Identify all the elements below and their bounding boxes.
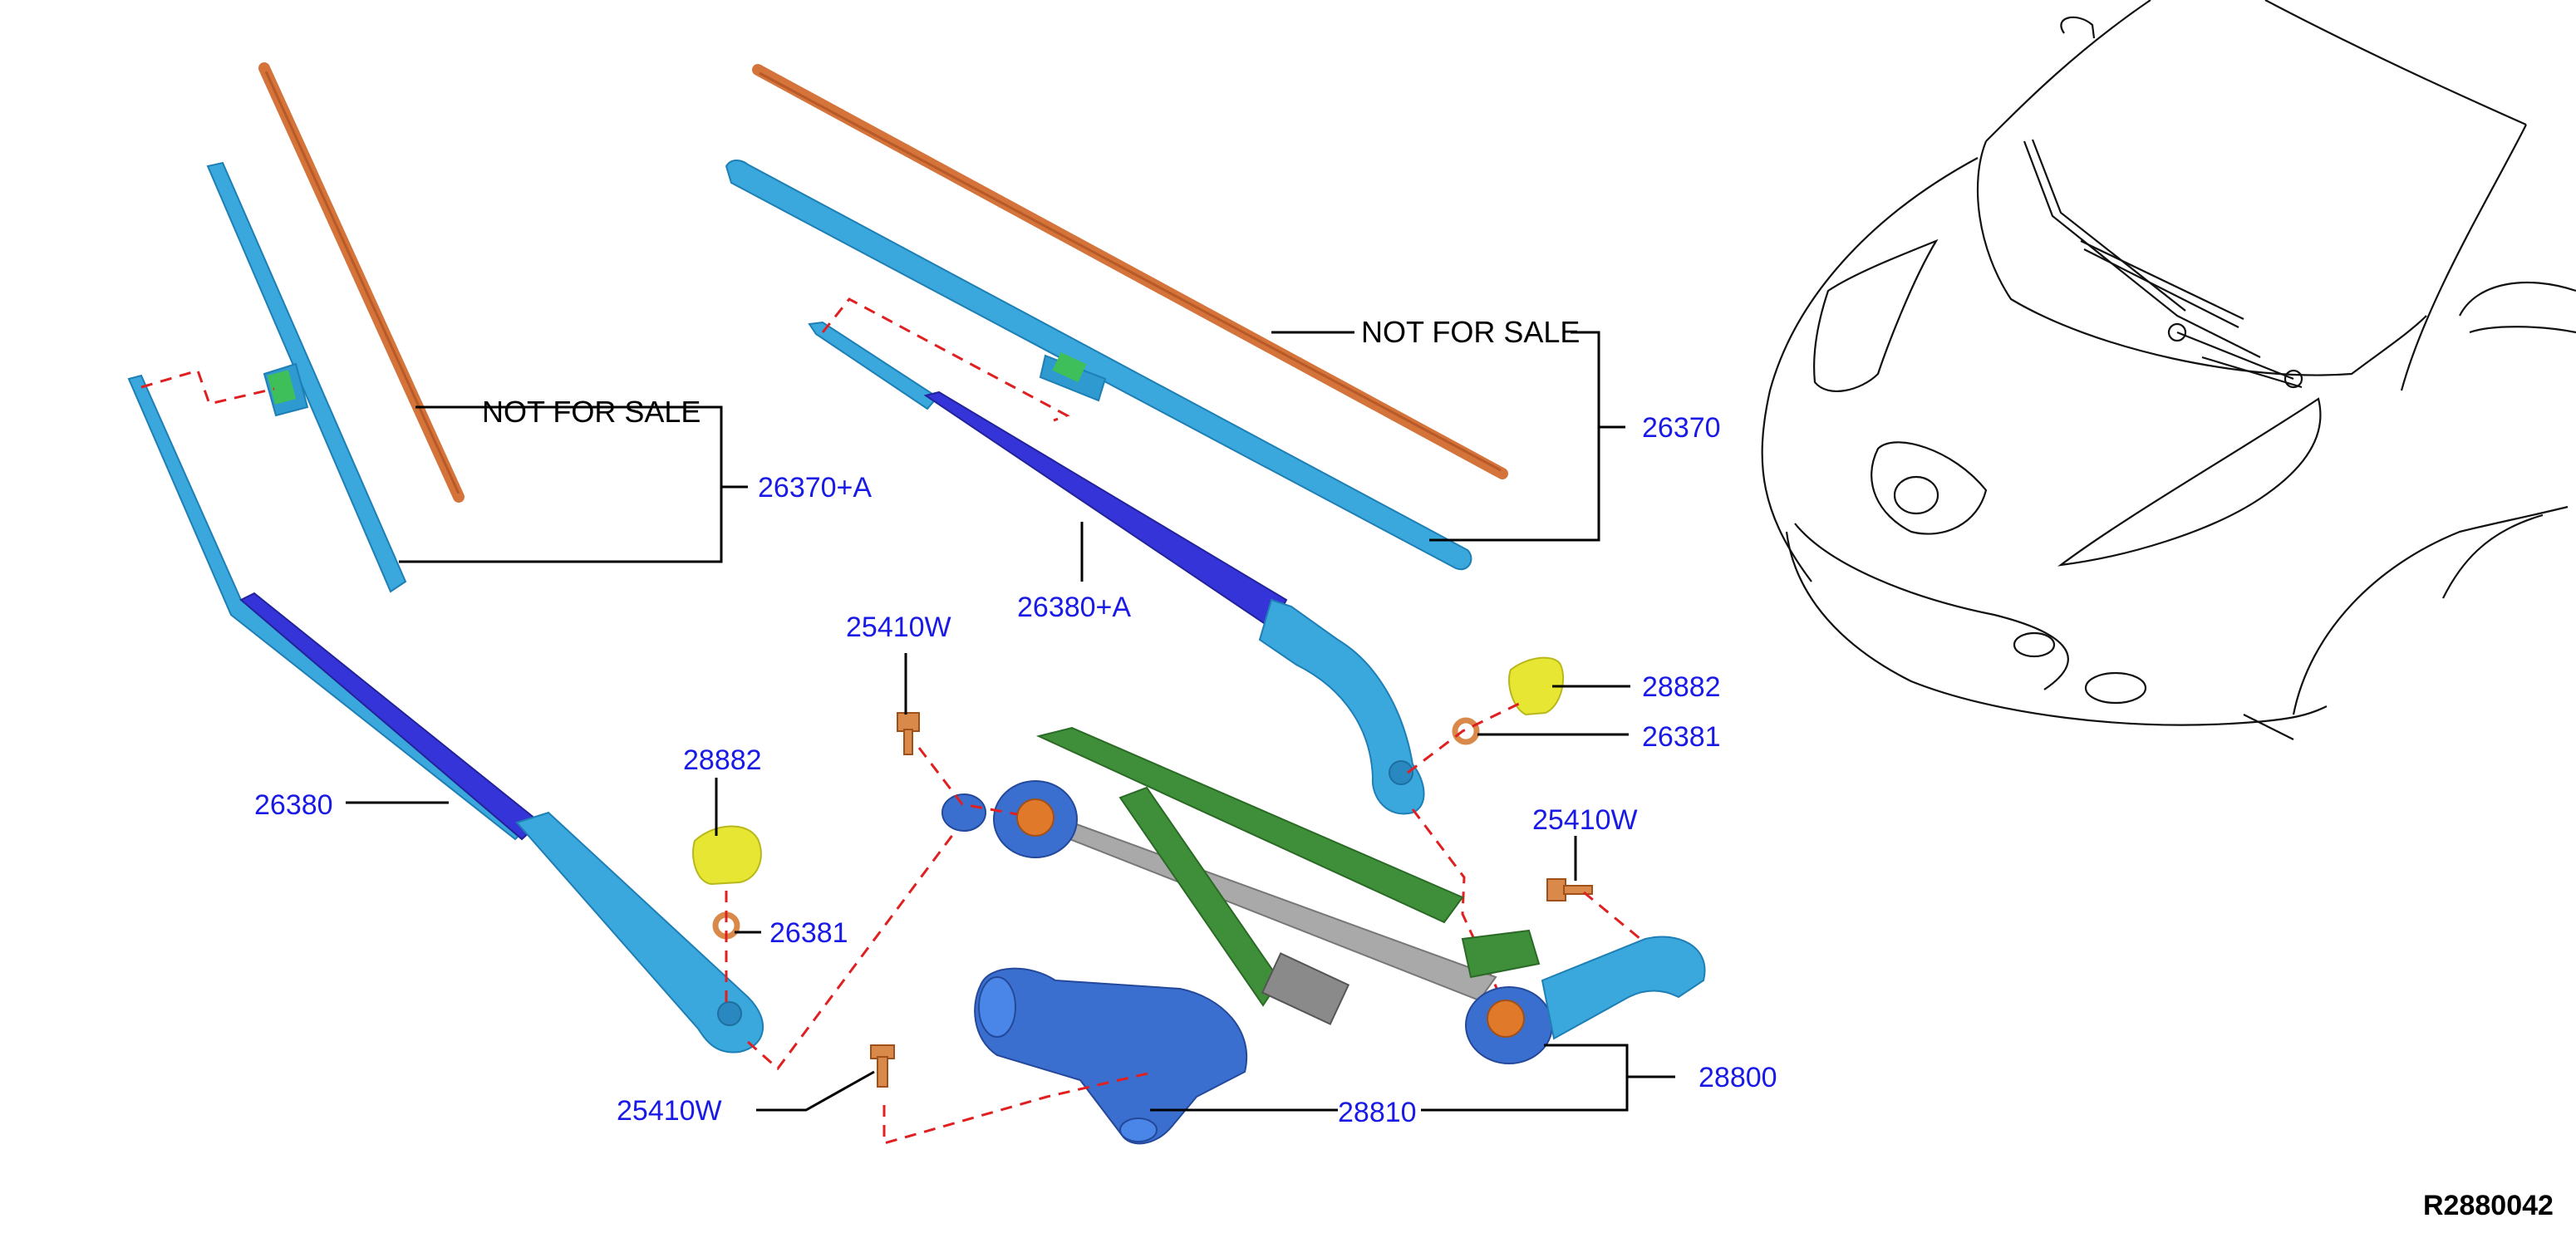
right-wiper-arm[interactable] [808,321,1425,815]
car-outline-drawing [1761,0,2576,740]
diagram-id: R2880042 [2423,1190,2554,1221]
bolt-top[interactable] [897,712,920,755]
part-label-28800[interactable]: 28800 [1698,1062,1777,1093]
right-cap-line [1407,701,1522,774]
part-label-26370a[interactable]: 26370+A [758,472,872,504]
bolt-right-line [1583,891,1641,941]
left-not-for-sale-leader [399,405,723,563]
bolt-top-line [917,747,1018,816]
right-wiper-blade[interactable] [725,160,1472,571]
part-label-26380a[interactable]: 26380+A [1017,592,1131,623]
part-label-25410w-top[interactable]: 25410W [846,612,951,643]
part-label-26370[interactable]: 26370 [1642,412,1721,444]
left-wiper-cap[interactable] [692,825,762,886]
bolt-bottom[interactable] [870,1044,895,1088]
left-wiper-arm[interactable] [127,374,764,1054]
left-blade-refill[interactable] [258,62,465,503]
left-wiper-blade[interactable] [206,161,407,593]
wiper-linkage[interactable] [941,726,1706,1064]
right-wiper-cap[interactable] [1508,656,1565,716]
part-label-25410w-right[interactable]: 25410W [1532,804,1638,836]
part-label-28882-right[interactable]: 28882 [1642,671,1721,703]
right-blade-refill[interactable] [752,64,1508,479]
bolt-right[interactable] [1546,878,1593,901]
not-for-sale-label-right: NOT FOR SALE [1361,315,1580,349]
part-label-28810[interactable]: 28810 [1338,1097,1417,1128]
left-blade-attach-line [140,369,275,405]
part-label-26380[interactable]: 26380 [254,789,333,821]
bolt-bottom-line [882,1070,1156,1145]
part-label-26381-left[interactable]: 26381 [769,917,848,949]
part-label-26381-right[interactable]: 26381 [1642,721,1721,753]
right-not-for-sale-leader-b [1429,331,1600,542]
right-blade-attach-line [821,297,1070,422]
part-label-25410w-bottom[interactable]: 25410W [617,1095,722,1127]
not-for-sale-label-left: NOT FOR SALE [482,395,701,429]
left-arm-pivot-line [747,797,982,1071]
p25410w-bottom-leader [756,1070,875,1112]
part-label-28882-left[interactable]: 28882 [683,744,762,776]
wiper-motor[interactable] [974,967,1247,1145]
right-arm-nut[interactable] [1452,717,1480,745]
